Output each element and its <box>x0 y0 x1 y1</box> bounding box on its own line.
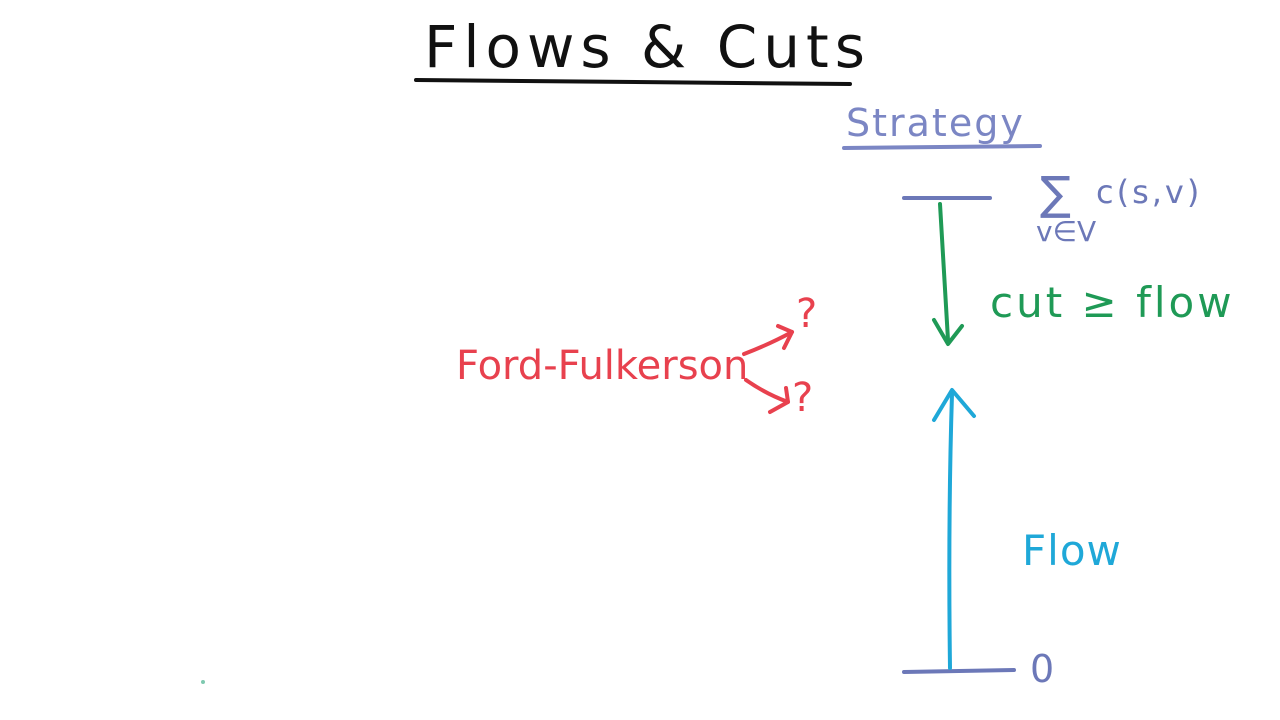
flow-label: Flow <box>1022 526 1122 575</box>
lower-bound-line <box>902 668 1016 674</box>
stray-dot <box>201 680 205 684</box>
zero-label: 0 <box>1030 647 1055 691</box>
ff-arrow-up-head <box>776 324 794 350</box>
cut-arrow-head <box>932 318 964 346</box>
flow-arrow-head <box>932 388 976 422</box>
title-underline <box>414 78 852 86</box>
ford-fulkerson-label: Ford-Fulkerson <box>456 343 749 389</box>
strategy-heading: Strategy <box>846 101 1025 145</box>
cut-arrow-shaft <box>938 202 950 342</box>
page-title: Flows & Cuts <box>424 13 871 81</box>
sum-symbol: ∑ <box>1040 166 1071 220</box>
question-mark-bottom: ? <box>792 375 814 421</box>
ff-arrow-up <box>742 330 794 356</box>
sum-term: c(s,v) <box>1096 173 1203 211</box>
ff-arrow-down-head <box>768 386 790 414</box>
strategy-underline <box>842 144 1042 150</box>
sum-subscript: v∈V <box>1036 215 1097 248</box>
flow-arrow-shaft <box>947 392 954 670</box>
question-mark-top: ? <box>796 291 818 337</box>
ff-arrow-down <box>744 378 790 404</box>
cut-flow-label: cut ≥ flow <box>990 278 1235 327</box>
